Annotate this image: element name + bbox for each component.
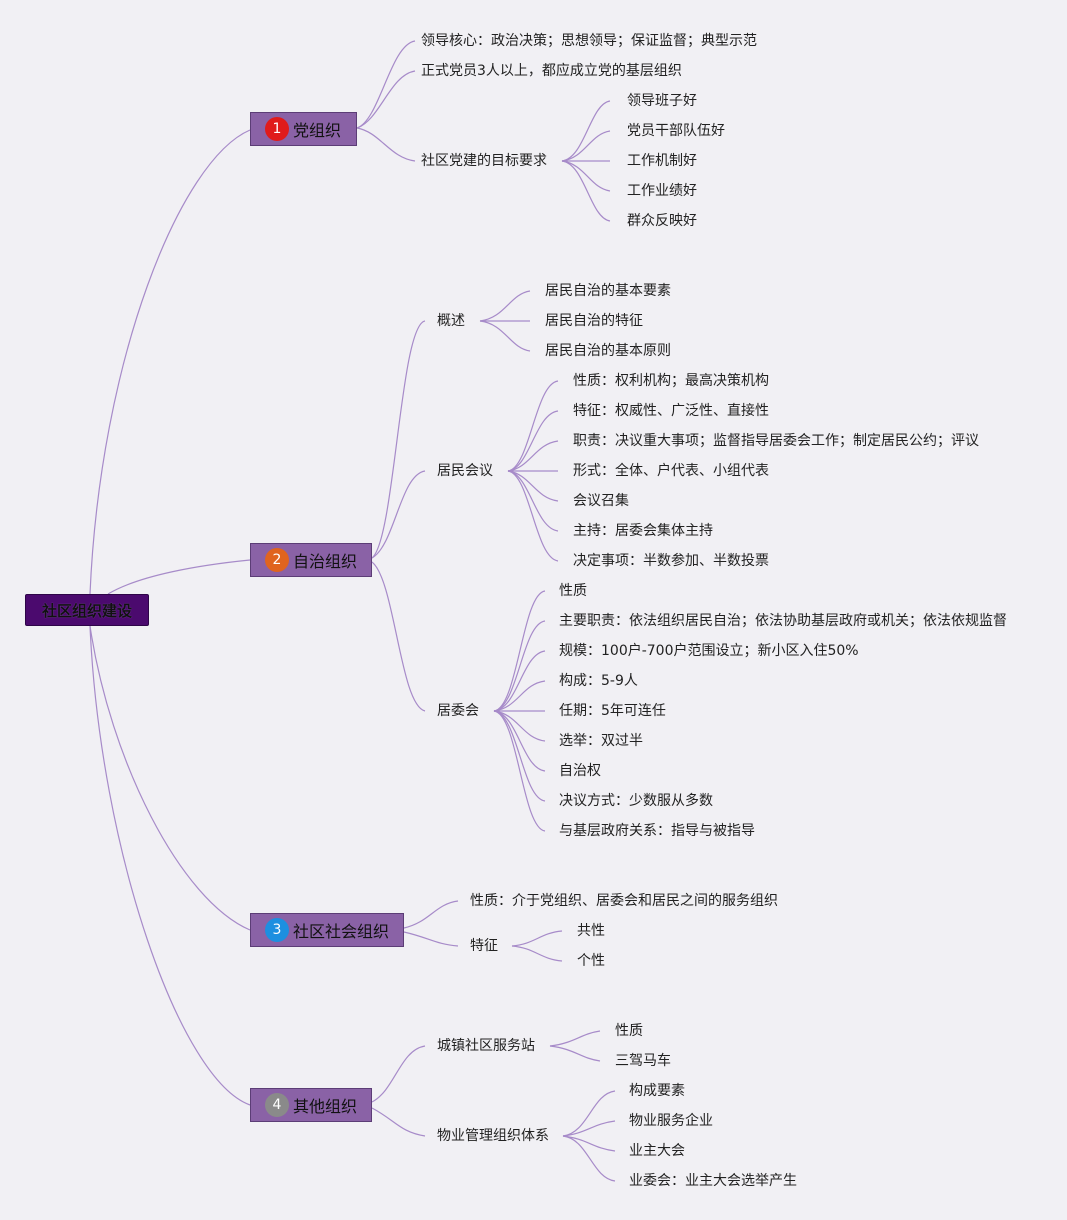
subtopic-node[interactable]: 形式：全体、户代表、小组代表 [573, 463, 769, 479]
topic-node[interactable]: 居民会议 [437, 463, 493, 479]
subtopic-node[interactable]: 工作业绩好 [627, 183, 697, 199]
link-b1-c0 [356, 40, 416, 129]
link-b2-c2-g3 [493, 680, 546, 712]
subtopic-node[interactable]: 共性 [577, 923, 605, 939]
link-b2-c0-g0 [479, 290, 531, 322]
link-b2-c2-g8 [493, 710, 546, 832]
subtopic-node[interactable]: 主要职责：依法组织居民自治；依法协助基层政府或机关；依法依规监督 [559, 613, 1007, 629]
link-b2-c2-g7 [493, 710, 546, 802]
branch-node-2[interactable]: 2 自治组织 [250, 543, 372, 577]
branch-label: 党组织 [293, 121, 342, 140]
link-root-b1 [89, 129, 251, 595]
branch-node-1[interactable]: 1 党组织 [250, 112, 357, 146]
subtopic-node[interactable]: 性质：权利机构；最高决策机构 [573, 373, 769, 389]
link-b1-c2 [356, 127, 416, 162]
link-b2-c2-g0 [493, 590, 546, 712]
topic-node[interactable]: 社区党建的目标要求 [421, 153, 547, 169]
subtopic-node[interactable]: 构成要素 [629, 1083, 685, 1099]
topic-node[interactable]: 居委会 [437, 703, 479, 719]
subtopic-node[interactable]: 三驾马车 [615, 1053, 671, 1069]
subtopic-node[interactable]: 会议召集 [573, 493, 629, 509]
link-b3-c1-g1 [511, 945, 563, 962]
link-root-b4 [89, 625, 251, 1106]
link-b4-c0-g1 [549, 1045, 601, 1062]
branch-label: 自治组织 [293, 552, 358, 571]
link-b3-c1 [403, 931, 459, 947]
link-b1-c1 [356, 70, 416, 129]
number-badge-icon: 3 [265, 918, 289, 942]
link-b2-c2-g2 [493, 650, 546, 712]
subtopic-node[interactable]: 构成：5-9人 [559, 673, 638, 689]
link-b3-c1-g0 [511, 930, 563, 947]
topic-node[interactable]: 领导核心：政治决策；思想领导；保证监督；典型示范 [421, 33, 757, 49]
branch-label: 其他组织 [293, 1097, 358, 1116]
topic-node[interactable]: 物业管理组织体系 [437, 1128, 549, 1144]
subtopic-node[interactable]: 业主大会 [629, 1143, 685, 1159]
subtopic-node[interactable]: 居民自治的基本原则 [545, 343, 671, 359]
subtopic-node[interactable]: 党员干部队伍好 [627, 123, 725, 139]
subtopic-node[interactable]: 决定事项：半数参加、半数投票 [573, 553, 769, 569]
link-b2-c1-g2 [507, 440, 559, 472]
topic-node[interactable]: 城镇社区服务站 [437, 1038, 535, 1054]
link-b4-c1-g1 [562, 1120, 616, 1137]
number-badge-icon: 2 [265, 548, 289, 572]
subtopic-node[interactable]: 性质 [615, 1023, 643, 1039]
link-b2-c0-g2 [479, 320, 531, 352]
link-root-b3 [89, 625, 251, 931]
subtopic-node[interactable]: 规模：100户-700户范围设立；新小区入住50% [559, 643, 859, 659]
root-label: 社区组织建设 [41, 601, 132, 620]
link-b3-c0 [403, 900, 459, 929]
subtopic-node[interactable]: 自治权 [559, 763, 601, 779]
branch-node-4[interactable]: 4 其他组织 [250, 1088, 372, 1122]
topic-node[interactable]: 概述 [437, 313, 465, 329]
link-b2-c2-g1 [493, 620, 546, 712]
subtopic-node[interactable]: 领导班子好 [627, 93, 697, 109]
branch-label: 社区社会组织 [293, 922, 390, 941]
subtopic-node[interactable]: 居民自治的基本要素 [545, 283, 671, 299]
topic-node[interactable]: 正式党员3人以上，都应成立党的基层组织 [421, 63, 682, 79]
subtopic-node[interactable]: 与基层政府关系：指导与被指导 [559, 823, 755, 839]
subtopic-node[interactable]: 居民自治的特征 [545, 313, 643, 329]
link-b2-c2-g6 [493, 710, 546, 772]
link-b1-c2-g4 [561, 160, 611, 222]
topic-node[interactable]: 特征 [470, 938, 498, 954]
subtopic-node[interactable]: 决议方式：少数服从多数 [559, 793, 713, 809]
number-badge-icon: 1 [265, 117, 289, 141]
branch-node-3[interactable]: 3 社区社会组织 [250, 913, 404, 947]
link-b2-c1-g1 [507, 410, 559, 472]
link-b1-c2-g0 [561, 100, 611, 162]
link-b2-c2 [371, 561, 426, 712]
link-b2-c1-g0 [507, 380, 559, 472]
topic-node[interactable]: 性质：介于党组织、居委会和居民之间的服务组织 [470, 893, 778, 909]
subtopic-node[interactable]: 选举：双过半 [559, 733, 643, 749]
link-b4-c1 [371, 1107, 426, 1137]
link-root-b2 [107, 559, 251, 595]
link-b1-c2-g3 [561, 160, 611, 192]
link-b2-c1-g6 [507, 470, 559, 562]
subtopic-node[interactable]: 职责：决议重大事项；监督指导居委会工作；制定居民公约；评议 [573, 433, 979, 449]
subtopic-node[interactable]: 性质 [559, 583, 587, 599]
link-b2-c1 [371, 470, 426, 559]
subtopic-node[interactable]: 特征：权威性、广泛性、直接性 [573, 403, 769, 419]
link-b2-c0 [371, 320, 426, 559]
link-b4-c0-g0 [549, 1030, 601, 1047]
number-badge-icon: 4 [265, 1093, 289, 1117]
subtopic-node[interactable]: 业委会：业主大会选举产生 [629, 1173, 797, 1189]
link-b4-c1-g3 [562, 1135, 616, 1182]
link-b2-c1-g5 [507, 470, 559, 532]
subtopic-node[interactable]: 主持：居委会集体主持 [573, 523, 713, 539]
subtopic-node[interactable]: 工作机制好 [627, 153, 697, 169]
subtopic-node[interactable]: 物业服务企业 [629, 1113, 713, 1129]
link-b1-c2-g1 [561, 130, 611, 162]
link-b4-c1-g0 [562, 1090, 616, 1137]
link-b4-c0 [371, 1045, 426, 1103]
subtopic-node[interactable]: 群众反映好 [627, 213, 697, 229]
root-node[interactable]: 社区组织建设 [25, 594, 149, 626]
subtopic-node[interactable]: 个性 [577, 953, 605, 969]
subtopic-node[interactable]: 任期：5年可连任 [559, 703, 666, 719]
